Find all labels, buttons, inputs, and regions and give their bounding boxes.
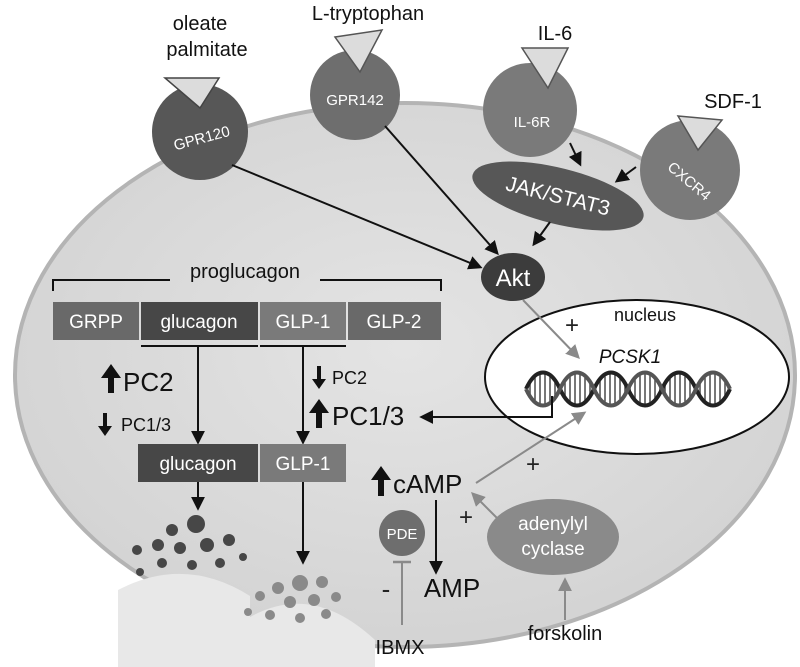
receptor-gpr120: GPR120: [152, 77, 248, 180]
segment-glucagon-box: [141, 302, 258, 340]
ligand-oleate: oleate: [173, 13, 228, 35]
arrow-gpr120-to-akt: [231, 164, 483, 270]
cyclase-label: cyclase: [521, 539, 584, 560]
pc13-up-label: PC1/3: [332, 401, 404, 431]
segment-grpp: GRPP: [69, 312, 123, 333]
arrow-cxcr4-to-jak: [614, 166, 637, 183]
ac-plus-sign: +: [459, 504, 473, 531]
il6r-label: IL-6R: [514, 114, 551, 131]
arrow-akt-to-pcsk1: [522, 299, 580, 360]
glucagon-product-label: glucagon: [159, 454, 236, 475]
ibmx-label: IBMX: [376, 637, 425, 659]
arrow-ac-to-camp: [471, 492, 498, 519]
secretion-bump-right: [225, 603, 375, 667]
pc2-down-label: PC2: [332, 368, 367, 388]
segment-grpp-box: [53, 302, 139, 340]
amp-label: AMP: [424, 573, 480, 603]
proglucagon-segments: GRPP glucagon GLP-1 GLP-2: [53, 302, 441, 340]
proglucagon-title: proglucagon: [190, 261, 300, 283]
arrow-jak-to-akt: [532, 221, 551, 247]
akt-label: Akt: [496, 265, 531, 292]
cxcr4-pocket: [676, 115, 724, 152]
gpr142-label: GPR142: [326, 92, 384, 109]
adenylyl-label: adenylyl: [518, 514, 588, 535]
segment-glp1-box: [260, 302, 346, 340]
glp1-product-label: GLP-1: [276, 454, 331, 475]
camp-label: cAMP: [393, 469, 462, 499]
nucleus-label: nucleus: [614, 305, 676, 325]
arrow-il6r-to-jak: [568, 142, 582, 167]
camp-plus-sign: +: [526, 451, 540, 478]
pc13-down-label: PC1/3: [121, 415, 171, 435]
akt-plus-sign: +: [565, 312, 579, 339]
arrow-camp-to-pcsk1: [475, 411, 587, 484]
akt-node: Akt: [481, 253, 545, 301]
pde-label: PDE: [387, 526, 418, 543]
segment-glucagon: glucagon: [160, 312, 237, 333]
pcsk1-gene-label: PCSK1: [599, 347, 661, 368]
arrow-gpr142-to-akt: [384, 125, 499, 256]
proglucagon-bracket: [52, 279, 442, 291]
up-arrow-icon: [101, 364, 121, 393]
glucagon-product: glucagon: [138, 444, 258, 482]
jak-stat3-node: JAK/STAT3: [472, 161, 644, 231]
arrow-pcsk1-to-pc13: [419, 396, 553, 424]
receptor-gpr142: GPR142: [310, 29, 400, 140]
segment-glp2: GLP-2: [367, 312, 422, 333]
down-arrow-icon: [312, 366, 326, 389]
dna-helix-icon: [524, 370, 732, 408]
ligand-sdf1: SDF-1: [704, 91, 762, 113]
receptor-cxcr4: CXCR4: [640, 115, 740, 220]
secretion-bump-left: [118, 573, 250, 667]
down-arrow-icon: [98, 413, 112, 436]
adenylyl-cyclase-node: adenylyl cyclase: [487, 499, 619, 575]
forskolin-label: forskolin: [528, 623, 602, 645]
up-arrow-icon: [309, 399, 329, 428]
segment-glp2-box: [348, 302, 441, 340]
glp1-product: GLP-1: [260, 444, 346, 482]
glp1-granules: [244, 575, 341, 623]
ligand-palmitate: palmitate: [166, 39, 247, 61]
up-arrow-icon: [371, 466, 391, 496]
glucagon-granules: [132, 515, 247, 576]
ligand-tryptophan: L-tryptophan: [312, 3, 424, 25]
gpr142-pocket: [333, 29, 384, 74]
receptor-il6r: IL-6R: [483, 47, 577, 157]
segment-glp1: GLP-1: [276, 312, 331, 333]
gpr120-pocket: [162, 77, 221, 110]
pc2-up-label: PC2: [123, 367, 174, 397]
ligand-il6: IL-6: [538, 23, 572, 45]
il6r-pocket: [520, 47, 570, 90]
pde-node: PDE: [379, 510, 425, 556]
ibmx-minus-sign: -: [382, 574, 391, 604]
